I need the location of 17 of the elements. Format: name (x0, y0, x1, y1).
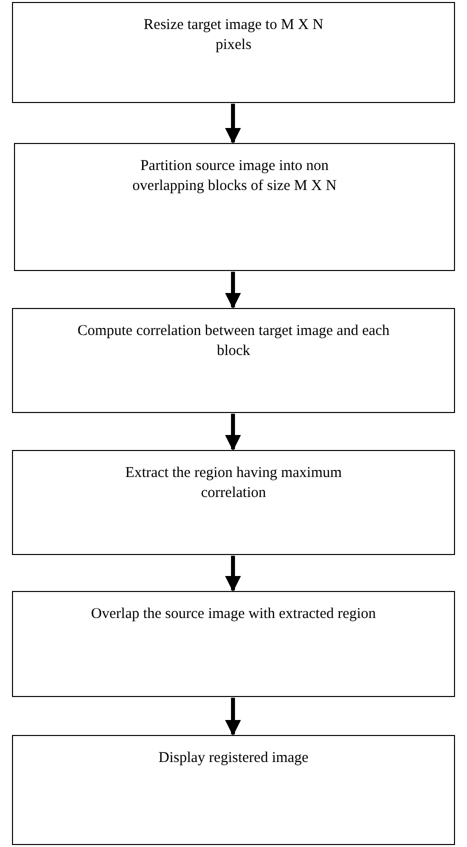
arrow (225, 698, 241, 736)
arrow (225, 556, 241, 592)
step-text: Partition source image into non overlapping blocks of size M X N (131, 157, 338, 196)
step-text: Compute correlation between target image and each block (76, 322, 391, 361)
step-text: Resize target image to M X N pixels (142, 16, 324, 55)
process-box (12, 2, 455, 103)
process-box (12, 591, 455, 697)
arrow (225, 104, 241, 144)
step-text: Display registered image (158, 749, 308, 768)
process-box (12, 735, 455, 845)
process-box (12, 308, 455, 413)
step-text: Overlap the source image with extracted region (91, 605, 376, 624)
process-box (12, 450, 455, 555)
step-text: Extract the region having maximum correlation (124, 464, 343, 503)
process-box (14, 143, 455, 271)
arrow (225, 414, 241, 451)
arrow (225, 272, 241, 309)
